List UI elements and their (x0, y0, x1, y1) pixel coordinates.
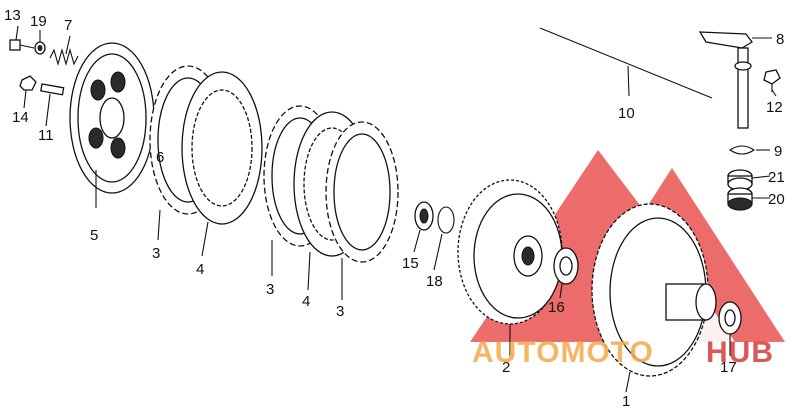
callout-11: 11 (38, 127, 54, 144)
lifter-arm-8 (698, 31, 753, 129)
callout-3c: 3 (336, 303, 344, 320)
leader-lines (15, 25, 777, 393)
callout-14: 14 (12, 109, 29, 126)
callout-21: 21 (768, 169, 785, 186)
clutch-center-2 (457, 179, 563, 325)
callout-9: 9 (774, 143, 782, 160)
watermark-text-left: AUTOMOTO (472, 336, 654, 369)
callout-3b: 3 (266, 281, 274, 298)
callout-18: 18 (426, 273, 443, 290)
callout-3a: 3 (152, 245, 160, 262)
washer-17 (718, 301, 742, 335)
callout-15: 15 (402, 255, 419, 272)
callout-19: 19 (30, 13, 47, 30)
watermark-text-right: HUB (706, 336, 774, 369)
callout-16: 16 (548, 299, 565, 316)
bearing-20 (727, 187, 753, 211)
bolt-12 (763, 69, 781, 92)
callout-1: 1 (622, 393, 630, 410)
snap-ring-18 (437, 206, 455, 234)
watermark-wordmark: AUTOMOTO HUB (472, 336, 774, 369)
washer-19 (34, 41, 46, 55)
pressure-plate-5 (69, 42, 155, 194)
callout-4a: 4 (196, 261, 204, 278)
nut-14 (19, 75, 37, 91)
push-rod-10 (539, 27, 713, 99)
oil-seal-21 (727, 169, 753, 191)
callout-17: 17 (720, 359, 737, 376)
callout-13: 13 (4, 7, 21, 24)
spring-9 (729, 145, 755, 155)
callout-5: 5 (90, 227, 98, 244)
spring-7 (49, 47, 79, 67)
callout-20: 20 (768, 191, 785, 208)
collar-15 (414, 201, 434, 231)
clutch-plate-4a (181, 71, 263, 225)
callout-12: 12 (766, 99, 783, 116)
callout-10: 10 (618, 105, 635, 122)
stud-11 (40, 83, 65, 96)
callout-labels: 1 2 3 3 3 4 4 5 6 7 8 9 10 11 12 13 14 1… (4, 7, 785, 410)
callout-7: 7 (64, 17, 72, 34)
friction-disc-3c (325, 121, 399, 263)
callout-2: 2 (502, 359, 510, 376)
thrust-washer-16 (553, 247, 579, 285)
callout-4b: 4 (302, 293, 310, 310)
clutch-outer-1 (591, 203, 717, 377)
callout-6: 6 (156, 149, 164, 166)
bolt-13 (9, 39, 35, 51)
callout-8: 8 (776, 31, 784, 48)
